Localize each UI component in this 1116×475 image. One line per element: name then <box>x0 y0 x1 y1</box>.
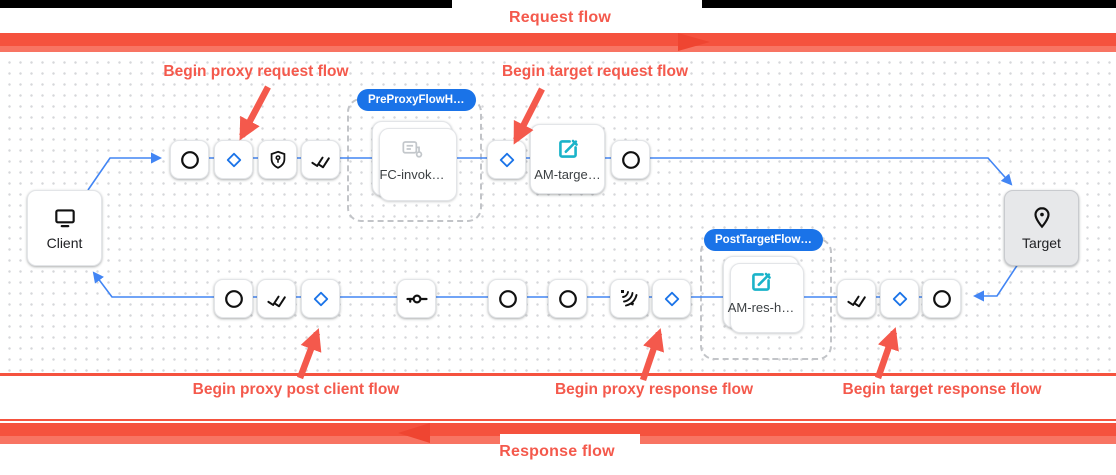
step-node[interactable] <box>488 279 527 318</box>
begin-target-request-label: Begin target request flow <box>501 63 689 80</box>
circle-icon <box>179 149 201 171</box>
response-arrowhead <box>398 423 430 443</box>
policy-card-am-response[interactable]: AM-res-h… <box>723 256 804 333</box>
monitor-icon <box>52 205 78 231</box>
request-bar-dark <box>0 33 1116 46</box>
diamond-icon <box>311 289 331 309</box>
step-node-proxy-response-start[interactable] <box>652 279 691 318</box>
step-node-target-request-start[interactable] <box>487 140 526 179</box>
diamond-icon <box>497 150 517 170</box>
target-label: Target <box>1022 235 1061 251</box>
diamond-icon <box>890 289 910 309</box>
key-icon <box>405 287 429 311</box>
policy-card-label: FC-invok… <box>379 166 445 182</box>
target-node[interactable]: Target <box>1004 190 1079 266</box>
client-label: Client <box>46 235 83 251</box>
step-node[interactable] <box>170 140 209 179</box>
request-flow-label-box <box>452 0 702 31</box>
response-flow-label-box <box>500 434 640 464</box>
request-arrowhead <box>678 33 710 51</box>
step-node[interactable] <box>214 279 253 318</box>
policy-card-am-target[interactable]: AM-targe… <box>530 124 605 194</box>
begin-proxy-request-label: Begin proxy request flow <box>163 63 349 80</box>
signal-waves-icon <box>618 287 642 311</box>
step-node[interactable] <box>257 279 296 318</box>
response-flow-title: Response flow <box>499 443 615 460</box>
request-flow-title: Request flow <box>509 9 611 26</box>
double-check-icon <box>309 148 333 172</box>
edit-pencil-icon <box>748 269 774 295</box>
client-node[interactable]: Client <box>27 190 102 266</box>
step-node[interactable] <box>258 140 297 179</box>
step-node[interactable] <box>301 140 340 179</box>
diagram-canvas <box>0 53 1116 373</box>
double-check-icon <box>845 287 869 311</box>
location-pin-icon <box>1029 205 1055 231</box>
begin-proxy-response-label: Begin proxy response flow <box>554 381 754 398</box>
step-node[interactable] <box>548 279 587 318</box>
request-flow-arrow-bar <box>0 33 1116 52</box>
step-node[interactable] <box>611 140 650 179</box>
policy-card-fc-invoke[interactable]: FC-invok… <box>372 121 457 201</box>
response-flow-arrow-bar <box>0 423 1116 444</box>
step-node-proxy-request-start[interactable] <box>214 140 253 179</box>
shield-key-icon <box>267 149 289 171</box>
step-node[interactable] <box>922 279 961 318</box>
post-target-flowhook-badge[interactable]: PostTargetFlow… <box>704 229 823 251</box>
policy-card-label: AM-res-h… <box>727 300 795 315</box>
circle-icon <box>620 149 642 171</box>
step-node-target-response-start[interactable] <box>880 279 919 318</box>
diamond-icon <box>224 150 244 170</box>
begin-target-response-label: Begin target response flow <box>842 381 1042 398</box>
circle-icon <box>223 288 245 310</box>
step-node[interactable] <box>397 279 436 318</box>
policy-card-label: AM-targe… <box>534 167 601 182</box>
circle-icon <box>557 288 579 310</box>
step-node-proxy-post-client-start[interactable] <box>301 279 340 318</box>
begin-proxy-post-client-label: Begin proxy post client flow <box>192 381 400 398</box>
flow-callout-icon <box>399 136 425 162</box>
response-bar-dark <box>0 423 1116 436</box>
canvas-bottom-line <box>0 373 1116 376</box>
circle-icon <box>497 288 519 310</box>
circle-icon <box>931 288 953 310</box>
diamond-icon <box>662 289 682 309</box>
edit-pencil-icon <box>555 136 581 162</box>
step-node[interactable] <box>837 279 876 318</box>
response-bar-top-line <box>0 418 1116 421</box>
pre-proxy-flowhook-badge[interactable]: PreProxyFlowH… <box>357 89 476 111</box>
double-check-icon <box>265 287 289 311</box>
step-node[interactable] <box>610 279 649 318</box>
